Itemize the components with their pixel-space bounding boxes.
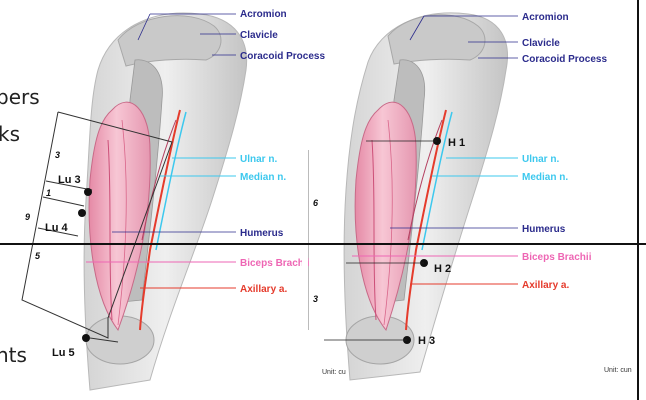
measure-5: 5	[35, 251, 41, 261]
left-humerus-label: Humerus	[240, 228, 284, 239]
left-axillary-label: Axillary a.	[240, 284, 287, 295]
right-median-label: Median n.	[522, 172, 568, 183]
right-coracoid-label: Coracoid Process	[522, 54, 607, 65]
lu5-label: Lu 5	[52, 347, 75, 359]
lu4-label: Lu 4	[45, 222, 68, 234]
lu4-point-marker	[78, 209, 86, 217]
left-ulnar-label: Ulnar n.	[240, 154, 277, 165]
h3-label: H 3	[418, 335, 435, 347]
unit-label-bottom: Unit: cu	[322, 369, 346, 376]
right-biceps-label: Biceps Brachii	[522, 252, 592, 263]
slide-text-fragment-top: bers	[0, 85, 40, 109]
lu3-label: Lu 3	[58, 174, 81, 186]
lu5-point-marker	[82, 334, 90, 342]
right-arm-illustration	[344, 13, 507, 380]
left-coracoid-label: Coracoid Process	[240, 51, 325, 62]
slide-text-fragment-middle: ks	[0, 122, 20, 146]
right-ulnar-label: Ulnar n.	[522, 154, 559, 165]
left-arm-illustration	[22, 13, 247, 390]
left-clavicle-label: Clavicle	[240, 30, 278, 41]
h2-label: H 2	[434, 263, 451, 275]
right-axillary-label: Axillary a.	[522, 280, 569, 291]
left-acromion-label: Acromion	[240, 9, 287, 20]
measure-3-top: 3	[55, 150, 60, 160]
left-biceps-label: Biceps Brachii	[240, 258, 310, 269]
slide-text-fragment-bottom: nts	[0, 343, 27, 367]
right-clavicle-label: Clavicle	[522, 38, 560, 49]
measure-9: 9	[25, 212, 30, 222]
right-humerus-label: Humerus	[522, 224, 566, 235]
right-acromion-label: Acromion	[522, 12, 569, 23]
unit-label-right: Unit: cun	[604, 367, 632, 374]
left-median-label: Median n.	[240, 172, 286, 183]
lu3-point-marker	[84, 188, 92, 196]
measure-1: 1	[46, 188, 51, 198]
measure-6: 6	[313, 198, 319, 208]
h1-label: H 1	[448, 137, 465, 149]
measure-3-bottom: 3	[313, 294, 318, 304]
